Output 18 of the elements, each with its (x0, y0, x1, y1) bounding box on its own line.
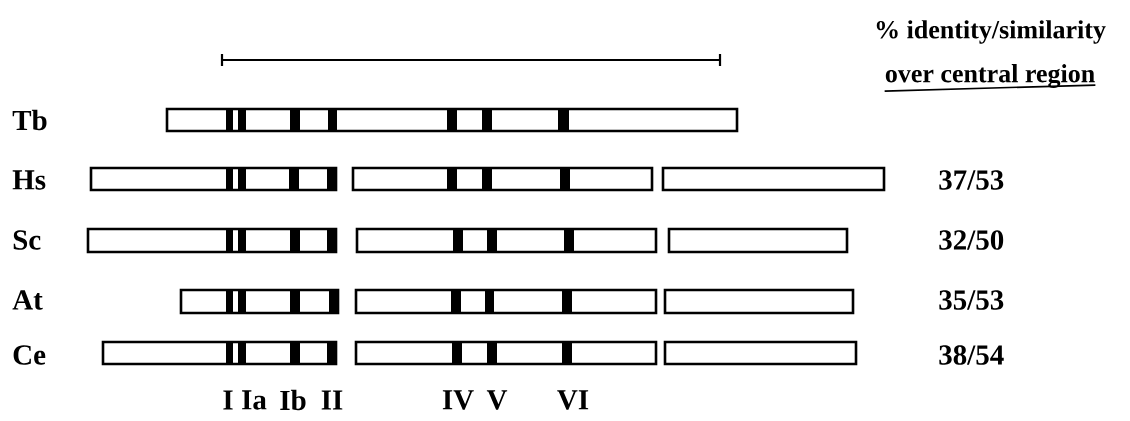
species-label: Sc (13, 230, 41, 250)
motif-label: II (321, 390, 343, 410)
motif-label: Ia (242, 390, 267, 410)
species-label: Ce (13, 345, 46, 365)
motif-label: IV (442, 390, 474, 410)
column-heading: % identity/similarity (876, 20, 1106, 44)
motif-label: I (223, 390, 233, 410)
motif-label: V (486, 390, 508, 410)
species-label: Hs (12, 170, 46, 190)
identity-value: 38/54 (939, 345, 1004, 365)
motif-label: Ib (280, 389, 306, 411)
motif-label: VI (557, 390, 589, 410)
identity-value: 37/53 (939, 170, 1004, 190)
species-label: At (12, 290, 43, 310)
column-heading: over central region (883, 64, 1097, 92)
identity-value: 32/50 (939, 230, 1004, 250)
species-label: Tb (12, 109, 47, 131)
identity-value: 35/53 (939, 290, 1004, 310)
